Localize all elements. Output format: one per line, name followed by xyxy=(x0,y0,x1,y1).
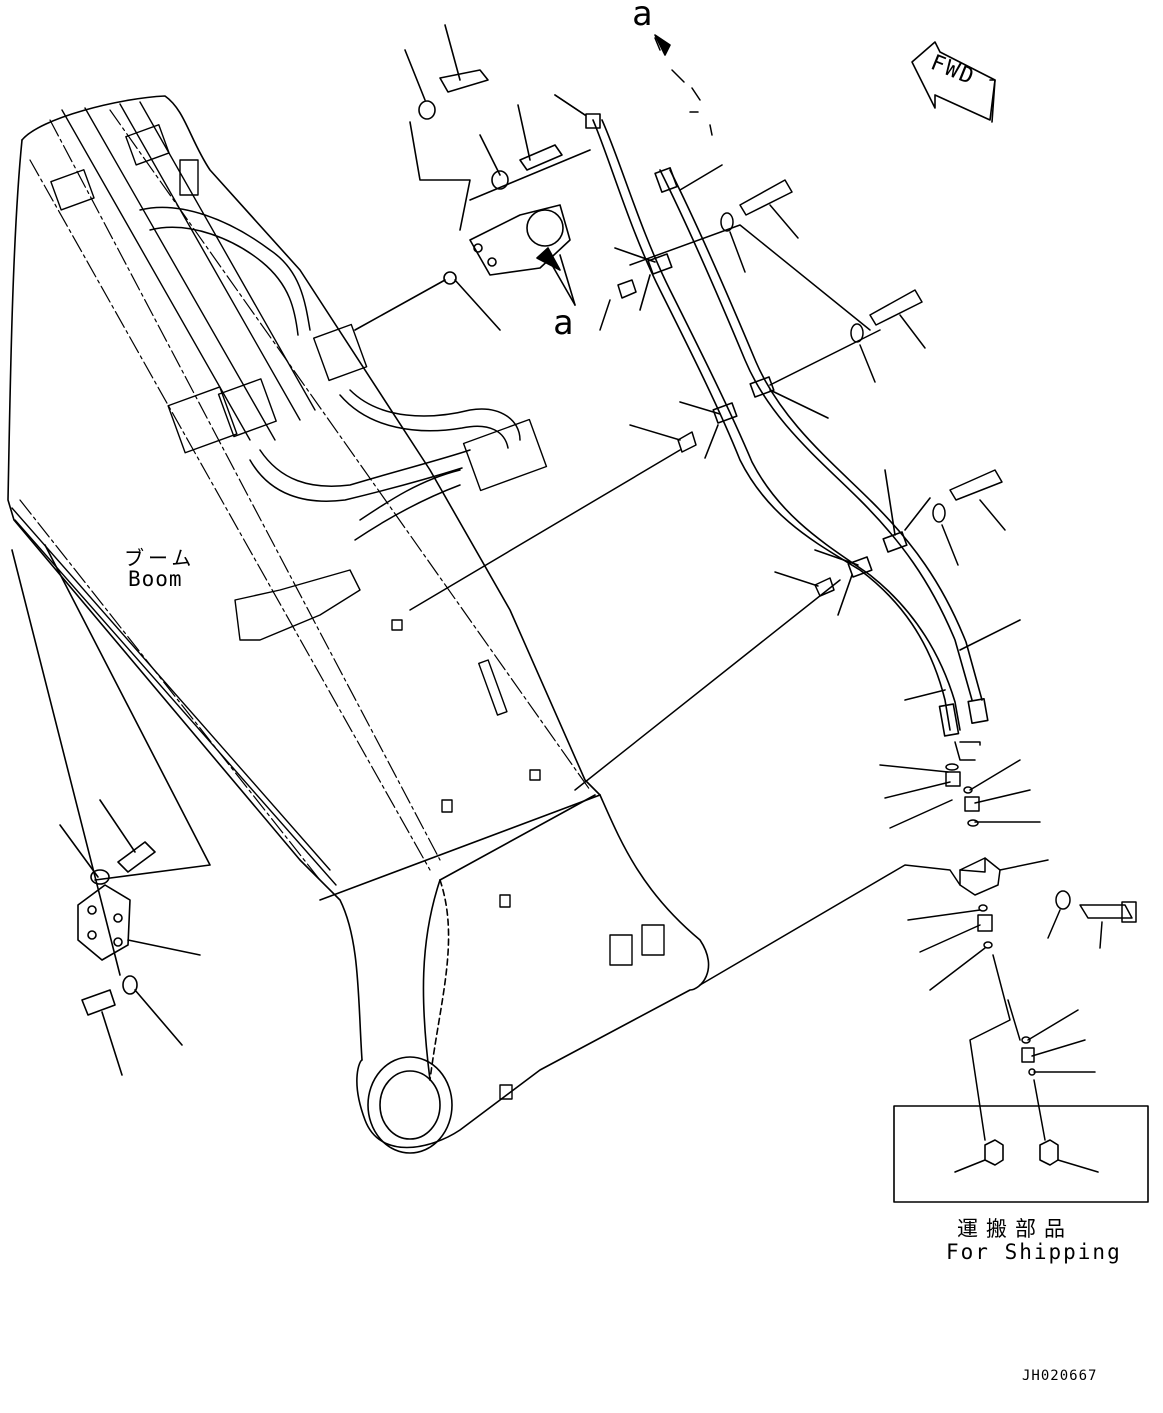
boom-label-en: Boom xyxy=(128,567,183,591)
hoses xyxy=(554,94,1021,737)
fwd-arrow xyxy=(911,41,996,123)
boom-clamps xyxy=(50,124,665,1100)
callout-arrows xyxy=(536,34,671,306)
shipping-label-en: For Shipping xyxy=(946,1240,1122,1264)
fittings xyxy=(699,741,1137,1141)
hose-hardware xyxy=(409,37,1006,791)
boom-centerlines xyxy=(19,109,591,881)
callout-a-mid: a xyxy=(553,303,574,343)
valve-block xyxy=(354,24,591,331)
drawing-code: JH020667 xyxy=(1022,1368,1098,1384)
boom-tubes xyxy=(139,206,521,541)
foot-bracket xyxy=(11,544,211,1076)
shipping-box xyxy=(893,1105,1149,1203)
callout-a-top: a xyxy=(632,0,653,34)
boom-outline xyxy=(7,95,710,1154)
boom-label-jp: ブーム xyxy=(124,546,196,570)
shipping-label-jp: 運搬部品 xyxy=(957,1217,1073,1241)
